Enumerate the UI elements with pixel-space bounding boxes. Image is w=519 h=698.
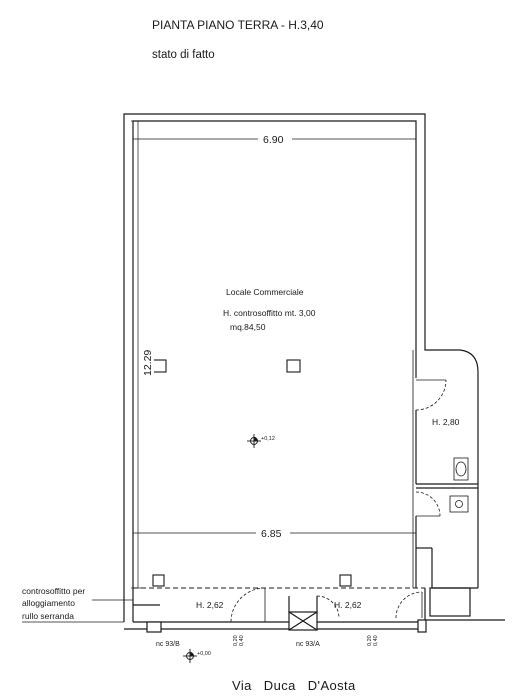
jamb-tag: 0,40 [373,635,379,646]
jamb-tag: 0,20 [233,635,239,646]
level-center: +0,12 [261,436,275,442]
dim-left-height: 12.29 [142,350,154,376]
level-marker-icon [247,434,261,448]
dim-label-bg [140,348,154,382]
level-entrance: +0,00 [197,651,211,657]
note-line-2: alloggiamento [22,598,75,608]
civic-right: nc 93/A [296,641,320,648]
inner-wall [132,120,417,622]
room-ceiling: H. controsoffitto mt. 3,00 [223,308,316,318]
plan-subtitle: stato di fatto [152,49,215,61]
walls [123,113,505,633]
dim-label-bg [258,132,292,146]
civic-left: nc 93/B [156,641,180,648]
service-height: H. 2,80 [432,417,460,427]
dim-top-width: 6.90 [263,134,284,146]
note-line-3: rullo serranda [22,611,74,621]
pillar [339,574,352,587]
entrance-level-icon [183,649,197,663]
room-name: Locale Commerciale [226,287,304,297]
jamb-right [417,619,427,633]
jamb-tag: 0,40 [239,635,245,646]
dim-lower-width: 6.85 [261,528,282,540]
wc-icon [453,457,469,481]
dim-label-bg [256,526,290,540]
pillar [152,574,165,587]
pillar [152,359,167,373]
jamb-tag: 0,20 [367,635,373,646]
outer-wall [123,113,432,622]
pillars [152,359,352,587]
front-door-swings [230,587,423,623]
service-outline [432,349,479,588]
right-pocket [429,587,471,617]
pillar [286,359,301,373]
service-fixtures [412,350,469,588]
sink-icon [449,495,469,513]
front-left-height: H. 2,62 [196,600,224,610]
street-name: Via Duca D'Aosta [232,678,356,693]
front-right-height: H. 2,62 [334,600,362,610]
dimension-lines [131,120,417,589]
room-area: mq.84,50 [230,322,266,332]
jamb-left [146,621,162,633]
note-line-1: controsoffitto per [22,586,85,596]
plan-title: PIANTA PIANO TERRA - H.3,40 [152,18,324,32]
